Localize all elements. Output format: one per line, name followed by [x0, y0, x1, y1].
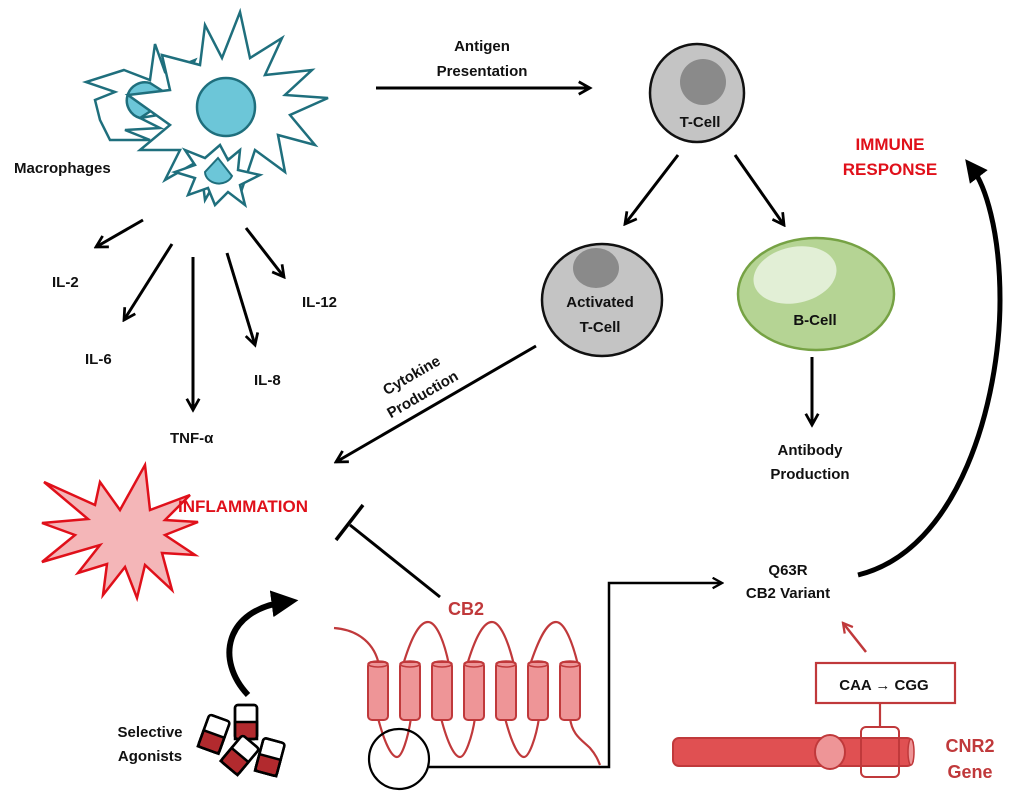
b-cell: B-Cell: [736, 236, 896, 352]
immune-response-label-1: IMMUNE: [856, 135, 925, 154]
agonist-molecules: [196, 703, 286, 778]
arrow-to-il8: [225, 252, 255, 345]
activated-t-cell: Activated T-Cell: [540, 242, 664, 358]
helix-7: [559, 661, 581, 721]
inflammation-label: INFLAMMATION: [178, 497, 308, 516]
activated-t-cell-nucleus: [573, 248, 619, 288]
t-cell: T-Cell: [648, 42, 746, 144]
arrow-tcell-to-activated: [625, 154, 680, 224]
cytokine-production-arrow: [336, 344, 537, 462]
gene-locus-box: [860, 726, 900, 778]
cb2-receptor: [333, 620, 602, 766]
cytokine-tnf-alpha: TNF-α: [170, 430, 214, 447]
variant-label-1: Q63R: [768, 562, 807, 579]
helix-1: [367, 661, 389, 721]
activated-t-cell-label-1: Activated: [566, 294, 634, 311]
arrow-to-il6: [124, 243, 174, 320]
macrophages-label: Macrophages: [14, 160, 111, 177]
macrophage-nucleus-large: [195, 76, 257, 138]
helix-5: [495, 661, 517, 721]
gene-label-1: CNR2: [945, 736, 994, 756]
b-cell-label: B-Cell: [793, 312, 836, 329]
mutation-site-highlight: [367, 727, 431, 791]
gene-bar: [672, 737, 914, 767]
helix-4: [463, 661, 485, 721]
helix-3: [431, 661, 453, 721]
immune-response-label-2: RESPONSE: [843, 160, 937, 179]
activated-t-cell-body: [540, 242, 664, 358]
activated-t-cell-label-2: T-Cell: [580, 319, 621, 336]
variant-connector-arrow: [429, 583, 722, 769]
inflammation-burst-icon: [41, 460, 200, 603]
antibody-production-label-2: Production: [770, 466, 849, 483]
macrophage-nucleus-bottom: [203, 156, 234, 185]
cytokine-arrows: [96, 218, 284, 410]
helix-2: [399, 661, 421, 721]
immune-response-curved-arrow: [857, 159, 1003, 578]
cb2-helices: [367, 661, 581, 721]
antigen-presentation-label-2: Presentation: [437, 63, 528, 80]
cnr2-gene-chromosome: [672, 726, 915, 778]
centromere: [814, 734, 846, 770]
cytokine-il2: IL-2: [52, 274, 79, 291]
cytokine-il6: IL-6: [85, 351, 112, 368]
antigen-presentation-label-1: Antigen: [454, 38, 510, 55]
mutation-to-variant-arrow: [843, 623, 867, 653]
macrophage-cluster: [82, 7, 329, 209]
inhibition-bar: [334, 503, 441, 599]
arrow-to-il12: [244, 227, 284, 277]
t-cell-label: T-Cell: [680, 114, 721, 131]
arrow-tcell-to-bcell: [733, 154, 784, 225]
agonist-binding-curved-arrow: [226, 590, 299, 698]
variant-label-2: CB2 Variant: [746, 585, 830, 602]
cb2-label: CB2: [448, 599, 484, 619]
selective-agonists-label-1: Selective: [117, 724, 182, 741]
cytokine-il8: IL-8: [254, 372, 281, 389]
helix-6: [527, 661, 549, 721]
selective-agonists-label-2: Agonists: [118, 748, 182, 765]
mutation-box: [814, 661, 957, 705]
t-cell-nucleus: [680, 59, 726, 105]
b-cell-highlight: [753, 246, 837, 304]
arrow-to-il2: [96, 218, 144, 247]
antibody-production-label-1: Antibody: [778, 442, 844, 459]
mutation-label: CAA → CGG: [839, 677, 928, 694]
cytokine-il12: IL-12: [302, 294, 337, 311]
gene-label-2: Gene: [947, 762, 992, 782]
